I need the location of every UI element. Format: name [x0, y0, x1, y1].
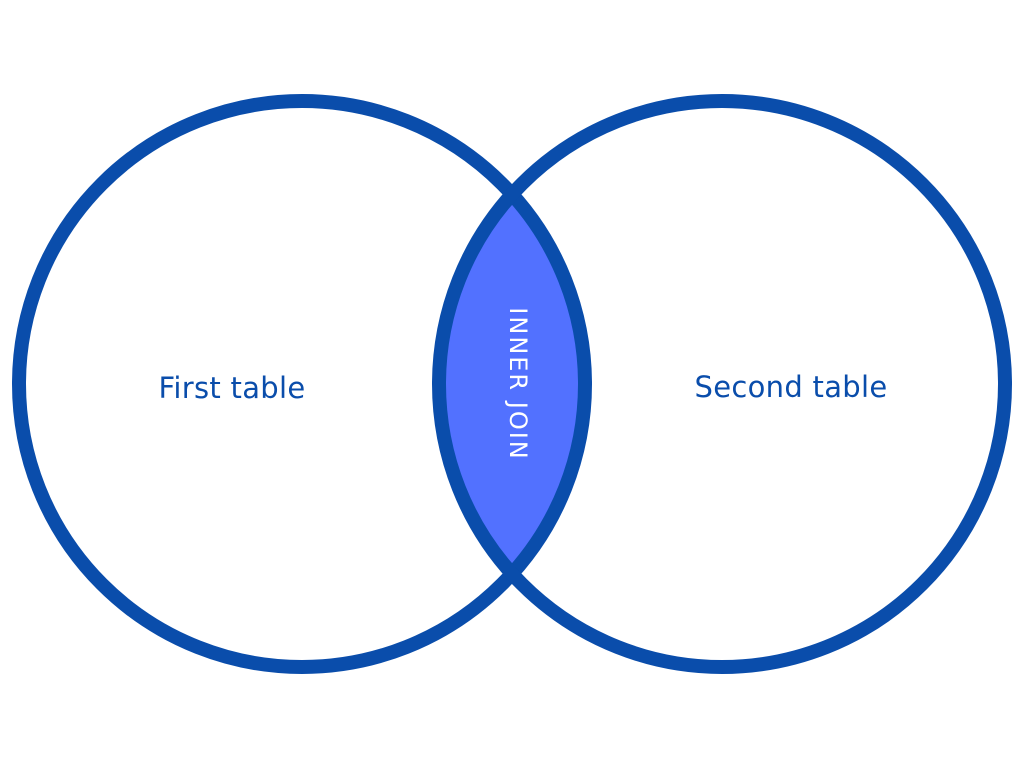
inner-join-label: INNER JOIN	[504, 307, 532, 460]
second-table-circle	[432, 94, 1012, 674]
second-table-label: Second table	[695, 370, 888, 404]
first-table-label: First table	[159, 371, 306, 405]
first-table-circle	[12, 94, 592, 674]
